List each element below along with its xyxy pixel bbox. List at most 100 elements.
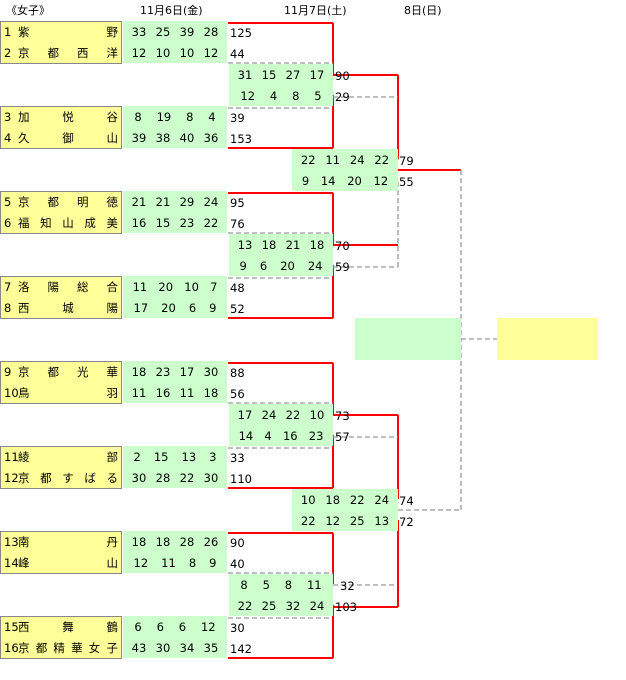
quarter-score: 39 [179,25,195,39]
quarter-score: 24 [261,408,277,422]
team-name: 京都西洋 [18,46,118,60]
quarter-score: 12 [133,556,149,570]
quarter-score: 22 [349,493,365,507]
quarter-score: 12 [200,620,216,634]
quarter-score: 20 [161,301,176,315]
quarter-score: 6 [156,620,164,634]
quarter-score: 22 [203,216,219,230]
quarter-score: 14 [238,429,254,443]
quarter-score: 32 [285,599,301,613]
quarter-score: 10 [155,46,171,60]
quarter-score: 8 [134,110,142,124]
team-name: 綾部 [18,450,118,464]
quarter-score: 30 [203,471,219,485]
game-total: 29 [335,90,350,104]
quarter-score: 6 [134,620,142,634]
quarter-score: 18 [131,535,147,549]
team-name: 西城陽 [18,301,118,315]
champion-box [497,318,598,360]
quarter-score: 38 [155,131,171,145]
quarter-score: 9 [209,556,217,570]
quarter-score: 8 [188,556,197,570]
quarter-score: 10 [309,408,325,422]
quarter-score: 20 [158,280,174,294]
quarter-score: 13 [181,450,197,464]
quarter-score: 22 [285,408,301,422]
team-seed: 12 [4,471,19,485]
game-total: 33 [230,451,245,465]
team-name: 京都明徳 [18,195,118,209]
quarter-scores-top: 2 15 13 3 [123,447,227,467]
quarter-score: 17 [309,68,325,82]
quarter-score: 11 [179,386,195,400]
quarter-score: 28 [155,471,171,485]
quarter-score: 3 [209,450,217,464]
quarter-score: 4 [269,89,278,103]
quarter-score: 5 [314,89,322,103]
quarter-score: 18 [309,238,325,252]
game-total: 110 [230,472,252,486]
quarter-score: 6 [259,259,268,273]
quarter-score: 22 [237,599,253,613]
game-total: 48 [230,281,245,295]
team-seed: 5 [4,195,12,209]
game-total: 73 [335,409,350,423]
game-total: 125 [230,26,252,40]
team-name: 福知山成美 [18,216,118,230]
game-total: 44 [230,47,245,61]
game-total: 70 [335,239,350,253]
quarter-score: 29 [179,195,195,209]
quarter-score: 9 [301,174,310,188]
team-seed: 9 [4,365,12,379]
quarter-score: 12 [240,89,256,103]
quarter-score: 15 [153,450,169,464]
quarter-score: 15 [155,216,171,230]
quarter-score: 12 [373,174,389,188]
quarter-score: 8 [186,110,194,124]
quarter-score: 17 [179,365,195,379]
quarter-score: 19 [156,110,172,124]
team-name: 京都すばる [18,471,118,485]
quarter-score: 2 [133,450,141,464]
game-total: 39 [230,111,245,125]
quarter-score: 25 [261,599,277,613]
quarter-score: 16 [282,429,298,443]
team-name: 洛陽総合 [18,280,118,294]
quarter-score: 16 [155,386,171,400]
game-total: 76 [230,217,245,231]
quarter-score: 24 [309,599,325,613]
quarter-score: 14 [320,174,336,188]
quarter-score: 22 [300,514,316,528]
quarter-score: 20 [280,259,295,273]
team-name: 京都光華 [18,365,118,379]
team-seed: 2 [4,46,12,60]
